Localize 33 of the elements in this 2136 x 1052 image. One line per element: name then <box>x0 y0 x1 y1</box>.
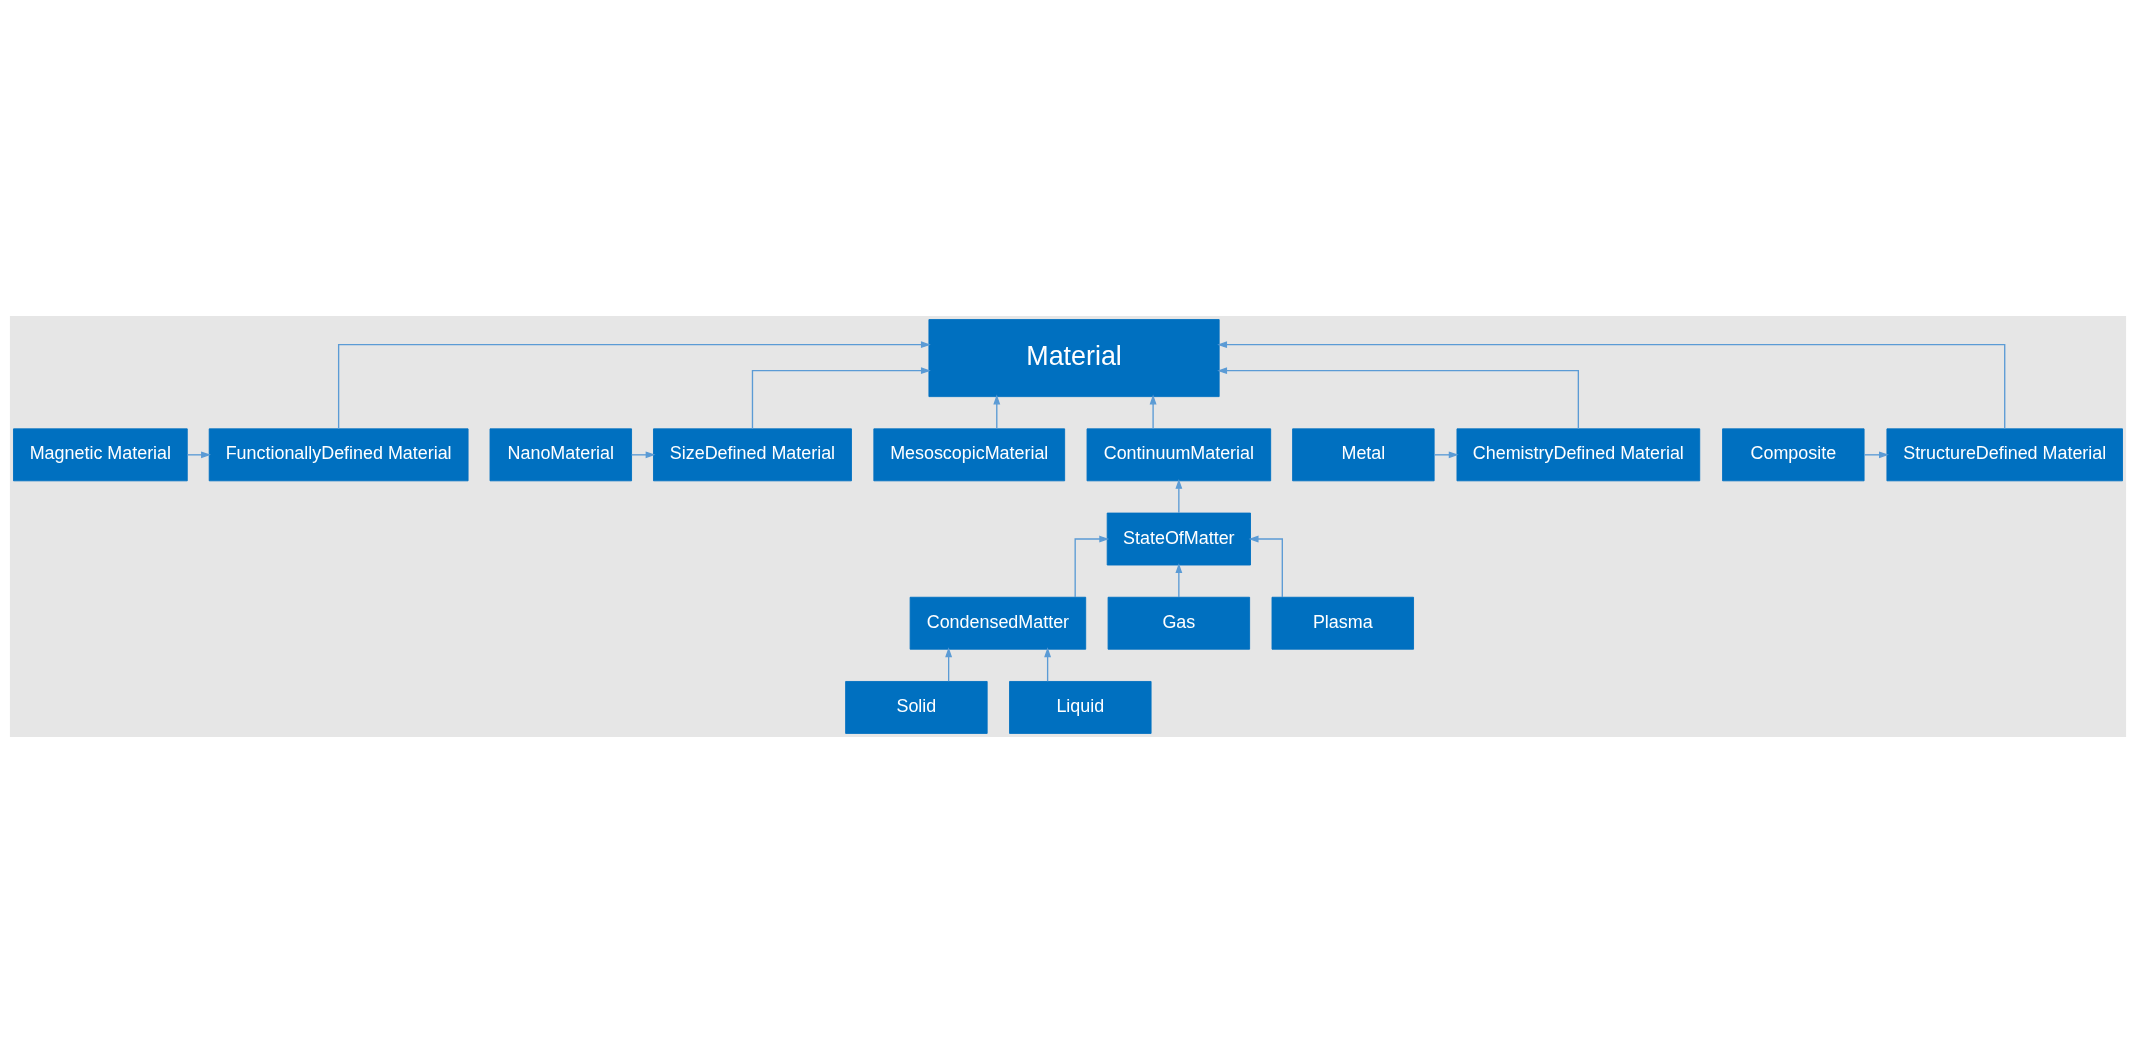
node-box: Material <box>928 318 1220 397</box>
arrow <box>1217 366 1579 429</box>
node-box: Solid <box>845 680 988 734</box>
node-box: Plasma <box>1271 596 1414 650</box>
node-box: Magnetic Material <box>13 427 188 481</box>
node-box: Composite <box>1722 427 1865 481</box>
arrow <box>1175 562 1183 598</box>
arrow <box>1149 394 1157 429</box>
node-box: Metal <box>1292 427 1435 481</box>
arrow <box>945 646 953 682</box>
arrow <box>186 450 211 458</box>
arrow <box>1433 450 1459 458</box>
arrow <box>337 340 931 429</box>
node-box: MesoscopicMaterial <box>873 427 1066 481</box>
node-box: NanoMaterial <box>489 427 632 481</box>
node-box: ChemistryDefined Material <box>1456 427 1701 481</box>
node-box: CondensedMatter <box>909 596 1087 650</box>
arrow <box>1074 535 1110 598</box>
node-box: Gas <box>1107 596 1251 650</box>
arrow <box>1217 340 2006 429</box>
arrow <box>1044 646 1052 682</box>
node-box: Liquid <box>1009 680 1152 734</box>
node-box: ContinuumMaterial <box>1086 427 1272 481</box>
node-box: StateOfMatter <box>1106 512 1251 565</box>
node-box: FunctionallyDefined Material <box>208 427 469 481</box>
arrow <box>993 394 1001 429</box>
arrow <box>751 366 931 429</box>
arrow <box>630 450 656 458</box>
arrow <box>1248 535 1283 598</box>
node-box: StructureDefined Material <box>1886 427 2123 481</box>
arrow <box>1175 478 1183 514</box>
node-box: SizeDefined Material <box>653 427 852 481</box>
arrow <box>1863 450 1889 458</box>
